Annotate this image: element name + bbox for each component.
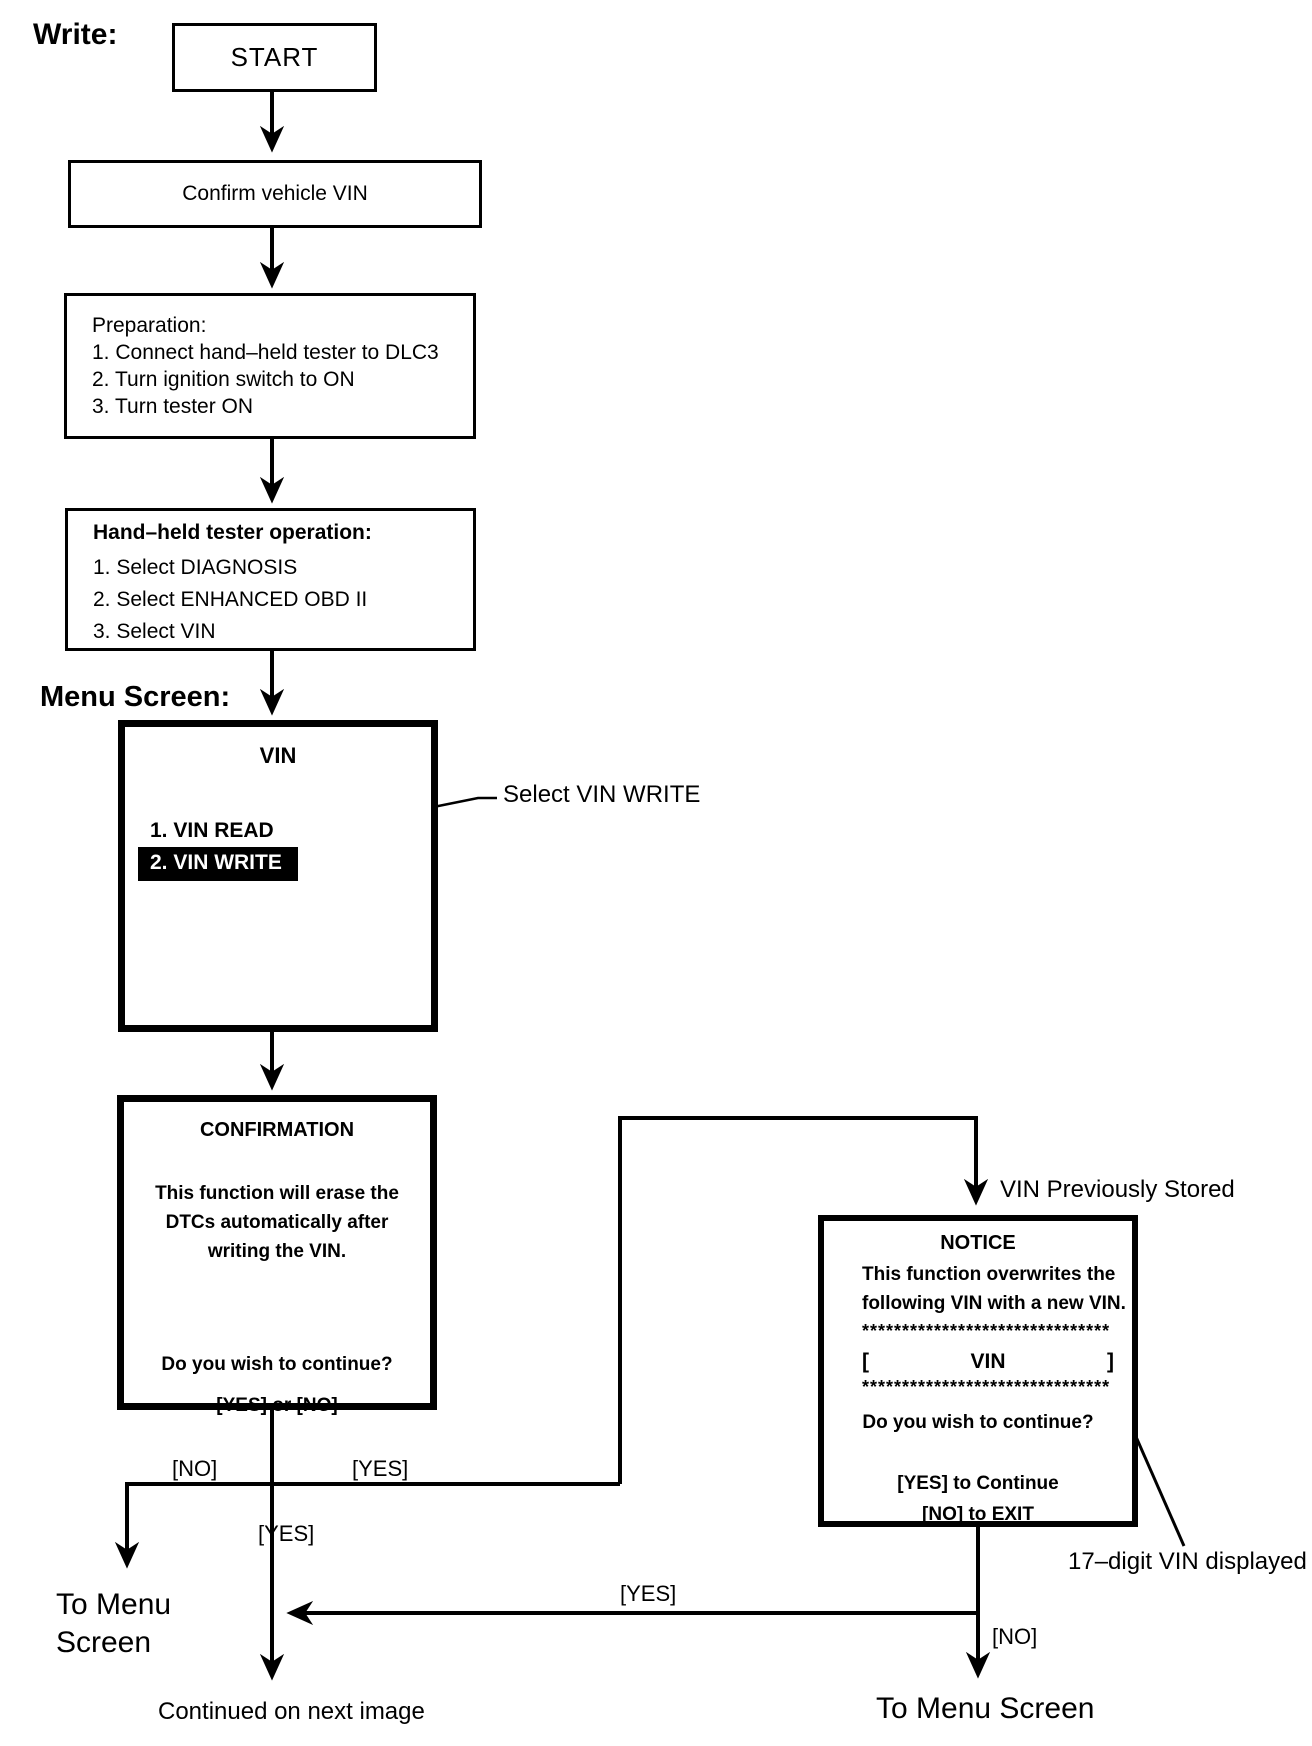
edge-label-yes-spine: [YES] [258, 1521, 315, 1546]
tester-operation-box: Hand–held tester operation: 1. Select DI… [65, 508, 476, 651]
confirmation-body-line-3: writing the VIN. [207, 1241, 347, 1262]
notice-asterisk-row-bottom: ******************************* [862, 1377, 1111, 1397]
edge-label-yes-branch: [YES] [352, 1456, 409, 1481]
vin-previously-stored-annotation: VIN Previously Stored [1000, 1176, 1235, 1203]
notice-box: NOTICE This function overwrites the foll… [818, 1215, 1138, 1527]
preparation-step-1: 1. Connect hand–held tester to DLC3 [92, 341, 439, 364]
to-menu-left-line-1: To Menu [56, 1588, 172, 1621]
confirmation-title: CONFIRMATION [199, 1119, 355, 1141]
preparation-box: Preparation: 1. Connect hand–held tester… [64, 293, 476, 439]
menu-item-vin-read: 1. VIN READ [150, 819, 274, 842]
tester-operation-step-1: 1. Select DIAGNOSIS [93, 556, 298, 579]
tester-operation-title: Hand–held tester operation: [93, 521, 372, 544]
tester-operation-step-2: 2. Select ENHANCED OBD II [93, 588, 368, 611]
notice-vin-close-bracket: ] [1106, 1350, 1114, 1373]
confirmation-question: Do you wish to continue? [161, 1354, 393, 1375]
start-box: START [172, 23, 377, 92]
start-box-label: START [230, 42, 319, 72]
preparation-step-3: 3. Turn tester ON [92, 395, 254, 418]
confirmation-body-line-2: DTCs automatically after [165, 1212, 389, 1233]
continued-next-image-terminal: Continued on next image [158, 1698, 425, 1725]
menu-item-vin-write-selected: 2. VIN WRITE [138, 847, 298, 881]
notice-question: Do you wish to continue? [862, 1412, 1094, 1433]
confirm-vin-label: Confirm vehicle VIN [182, 182, 368, 205]
notice-yes-line: [YES] to Continue [897, 1473, 1059, 1494]
vin-menu-title: VIN [259, 743, 297, 768]
write-section-label: Write: [33, 18, 118, 51]
confirmation-options: [YES] or [NO] [216, 1395, 338, 1416]
vin-menu-box: VIN 1. VIN READ 2. VIN WRITE [118, 720, 438, 1032]
preparation-title: Preparation: [92, 314, 207, 337]
tester-operation-step-3: 3. Select VIN [93, 620, 216, 643]
notice-vin-open-bracket: [ [862, 1350, 869, 1373]
notice-no-line: [NO] to EXIT [922, 1504, 1034, 1525]
menu-screen-section-label: Menu Screen: [40, 681, 231, 713]
to-menu-screen-right-terminal: To Menu Screen [876, 1692, 1095, 1725]
notice-vin-label: VIN [970, 1350, 1006, 1373]
edge-label-no-left: [NO] [172, 1456, 218, 1481]
17-digit-vin-annotation: 17–digit VIN displayed [1068, 1548, 1307, 1575]
confirm-vin-box: Confirm vehicle VIN [68, 160, 482, 228]
notice-body-line-2: following VIN with a new VIN. [862, 1293, 1126, 1314]
arrow-no-branch-to-menu-left [114, 1482, 620, 1569]
to-menu-screen-left-terminal: To Menu Screen [56, 1586, 171, 1662]
preparation-step-2: 2. Turn ignition switch to ON [92, 368, 355, 391]
confirmation-box: CONFIRMATION This function will erase th… [117, 1095, 437, 1416]
edge-label-no-right: [NO] [992, 1624, 1038, 1649]
select-vin-write-annotation: Select VIN WRITE [503, 781, 701, 808]
confirmation-body-line-1: This function will erase the [155, 1183, 399, 1204]
edge-label-yes-return: [YES] [620, 1581, 677, 1606]
notice-asterisk-row-top: ******************************* [862, 1321, 1111, 1341]
notice-title: NOTICE [940, 1232, 1016, 1254]
notice-vin-placeholder-row: [ VIN ] [862, 1350, 1114, 1374]
notice-body-line-1: This function overwrites the [862, 1264, 1116, 1285]
to-menu-left-line-2: Screen [56, 1626, 152, 1659]
